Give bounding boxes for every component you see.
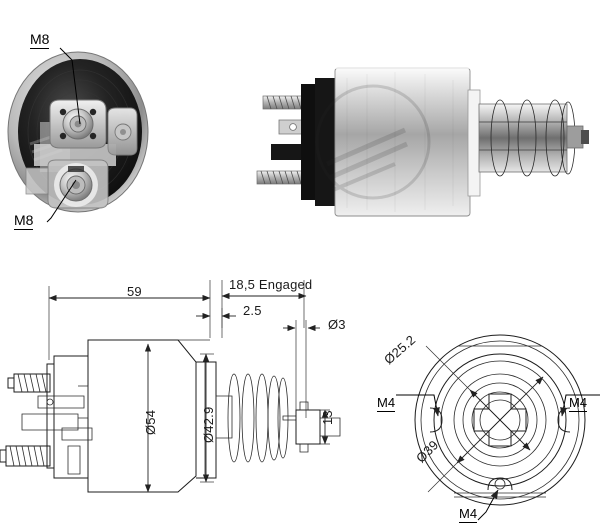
- technical-drawing-side-view: [0, 280, 341, 493]
- drawing-stud-upper: [7, 373, 51, 393]
- leader-line-m8-top: [59, 47, 81, 125]
- dim-stroke-engaged: 18,5 Engaged: [229, 277, 313, 292]
- dim-body-diameter: Ø54: [143, 409, 158, 435]
- plunger-shaft: [478, 103, 568, 173]
- solenoid-side-view-photo: [255, 38, 600, 217]
- label-m4-bottom: M4: [459, 506, 478, 523]
- leader-line-m8-bottom: [46, 179, 77, 223]
- label-m8-bottom: M8: [14, 212, 34, 230]
- dim-length-59: 59: [127, 284, 142, 299]
- dim-lever-height: 13: [320, 410, 335, 425]
- dim-flange-diameter: Ø42.9: [201, 406, 216, 443]
- technical-drawing-end-view: [396, 334, 600, 521]
- stud-upper: [262, 95, 310, 110]
- label-m4-right: M4: [569, 395, 588, 412]
- label-m4-left: M4: [377, 395, 396, 412]
- drawing-stud-lower: [0, 445, 51, 467]
- solenoid-end-view-photo: [4, 48, 154, 216]
- drawing-spring: [227, 373, 289, 463]
- dim-pin-diameter: Ø3: [328, 317, 346, 332]
- circular-logo-watermark: [315, 84, 431, 200]
- return-spring: [490, 99, 576, 177]
- stud-lower: [256, 170, 306, 185]
- label-m8-top: M8: [30, 31, 50, 49]
- dim-gap-2-5: 2.5: [243, 303, 262, 318]
